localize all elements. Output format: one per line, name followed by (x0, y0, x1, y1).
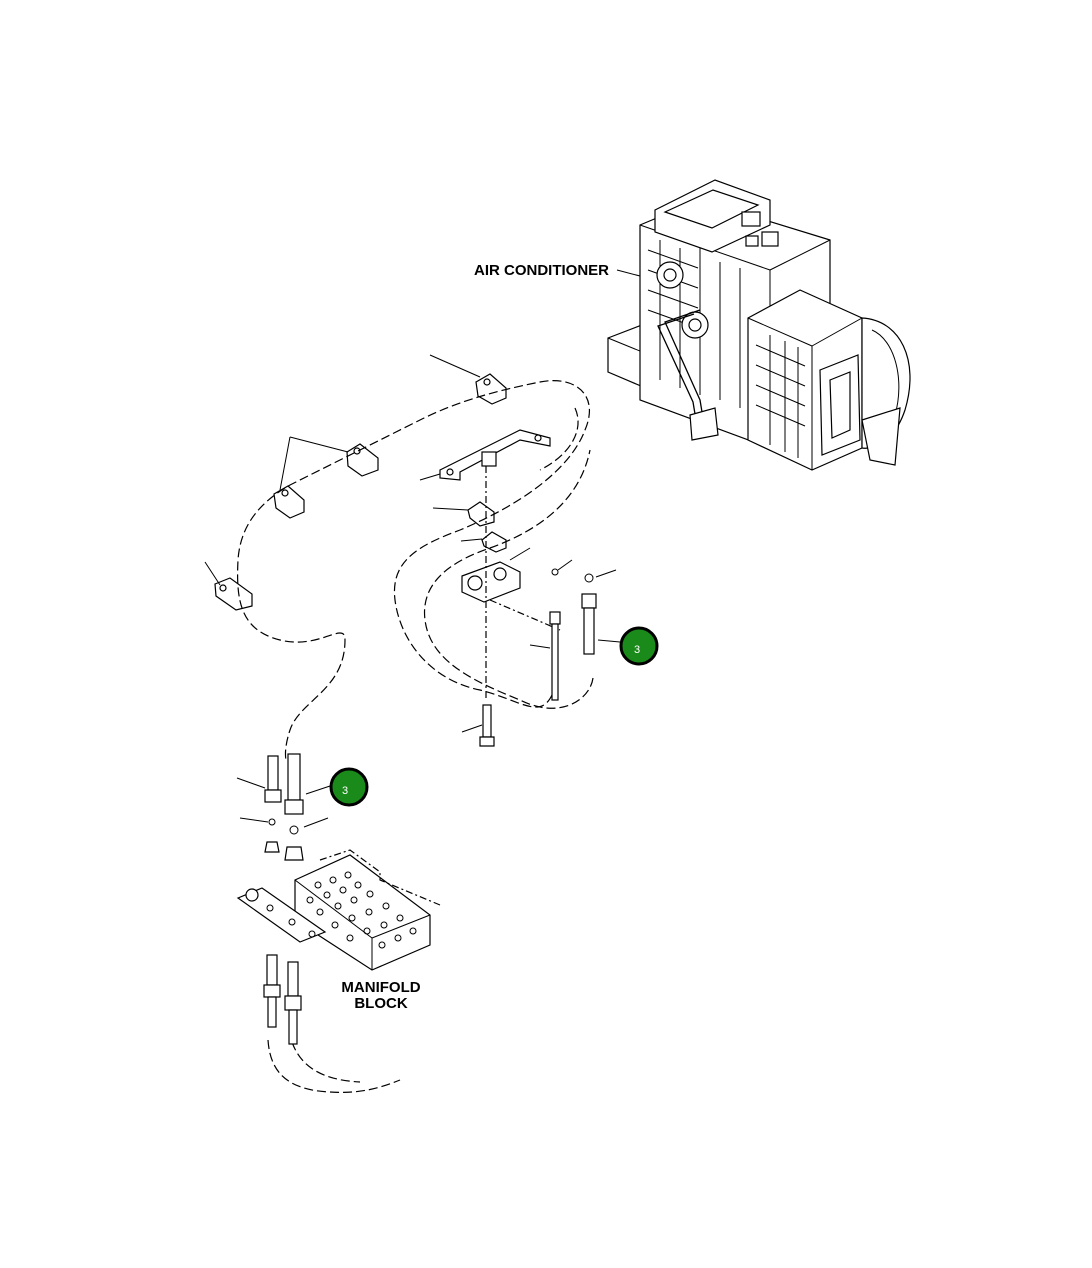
callout-3-left[interactable]: 3 (329, 767, 369, 807)
fitting-pipe-right (549, 568, 597, 701)
manifold-block (236, 849, 441, 1045)
refrigerant-line-routes (237, 380, 594, 1093)
clamp-bracket-upper-mid (346, 443, 379, 477)
callout-3-right-number: 3 (634, 644, 640, 656)
clamp-half-upper (467, 501, 495, 527)
clamp-half-lower (481, 531, 507, 553)
callout-3-right[interactable]: 3 (619, 626, 659, 666)
leader-lines (204, 269, 641, 828)
clamp-block (461, 561, 521, 603)
manifold-block-label-line1: MANIFOLD (341, 979, 420, 996)
mounting-bolt (479, 704, 495, 747)
clamp-bracket-top (475, 373, 507, 405)
callout-3-left-number: 3 (342, 785, 348, 797)
clamp-bracket-lower-mid (273, 485, 305, 519)
fitting-pipes-left (264, 753, 304, 861)
support-bracket-plate (439, 429, 551, 481)
clamp-bracket-left (214, 577, 253, 611)
manifold-block-label-line2: BLOCK (354, 995, 407, 1012)
air-conditioner-unit (607, 179, 911, 471)
air-conditioner-label: AIR CONDITIONER (474, 262, 609, 279)
